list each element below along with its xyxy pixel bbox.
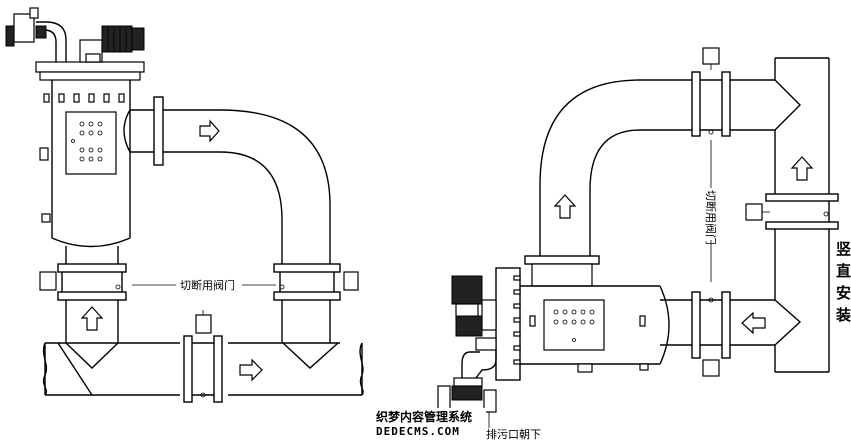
vertical-install-char-1: 竖 [836,240,851,258]
right-drain-pipe [437,350,497,428]
watermark-line-2: DEDECMS.COM [376,425,460,438]
vertical-install-char-3: 安 [836,284,851,302]
left-drain-valve [5,7,67,62]
right-filter-body [495,255,670,381]
right-lower-branch [660,291,775,377]
flow-arrow-icon [790,156,814,181]
right-assembly: 切断用阀门 竖 直 安 装 排污口朝下 [437,47,851,441]
motor-icon [79,25,145,63]
right-main-valve [745,193,839,230]
right-elbow [539,79,692,256]
left-filter-body [35,61,145,264]
left-right-riser [273,263,359,343]
cutoff-valve-label: 切断用阀门 [180,278,235,292]
left-riser-pipe [39,263,127,343]
left-main-pipe [42,342,364,396]
vertical-install-char-2: 直 [836,262,851,280]
watermark: 织梦内容管理系统 DEDECMS.COM [374,408,486,438]
motor-icon [451,275,497,351]
cutoff-valve-callout-right: 切断用阀门 [704,140,718,282]
vertical-install-char-4: 装 [835,306,851,324]
flow-arrow-icon [553,194,577,219]
left-assembly: 切断用阀门 [5,7,364,403]
flow-arrow-icon [199,119,220,143]
right-upper-branch [691,47,775,137]
drain-outlet-label: 排污口朝下 [486,427,541,441]
left-outlet-elbow [123,96,331,264]
flange-bolts [43,93,125,103]
flow-arrow-icon [741,311,766,335]
cutoff-valve-label: 切断用阀门 [704,190,718,245]
flow-arrow-icon [239,358,263,382]
left-main-valve [183,310,223,403]
flow-arrow-icon [80,306,104,331]
control-panel-buttons [71,121,103,162]
vertical-install-label: 竖 直 安 装 [835,240,851,324]
cutoff-valve-callout-left: 切断用阀门 [132,278,276,292]
control-panel-buttons [553,309,595,342]
flange-bolts [513,275,521,365]
watermark-line-1: 织梦内容管理系统 [376,409,472,424]
right-main-pipe [774,57,830,373]
